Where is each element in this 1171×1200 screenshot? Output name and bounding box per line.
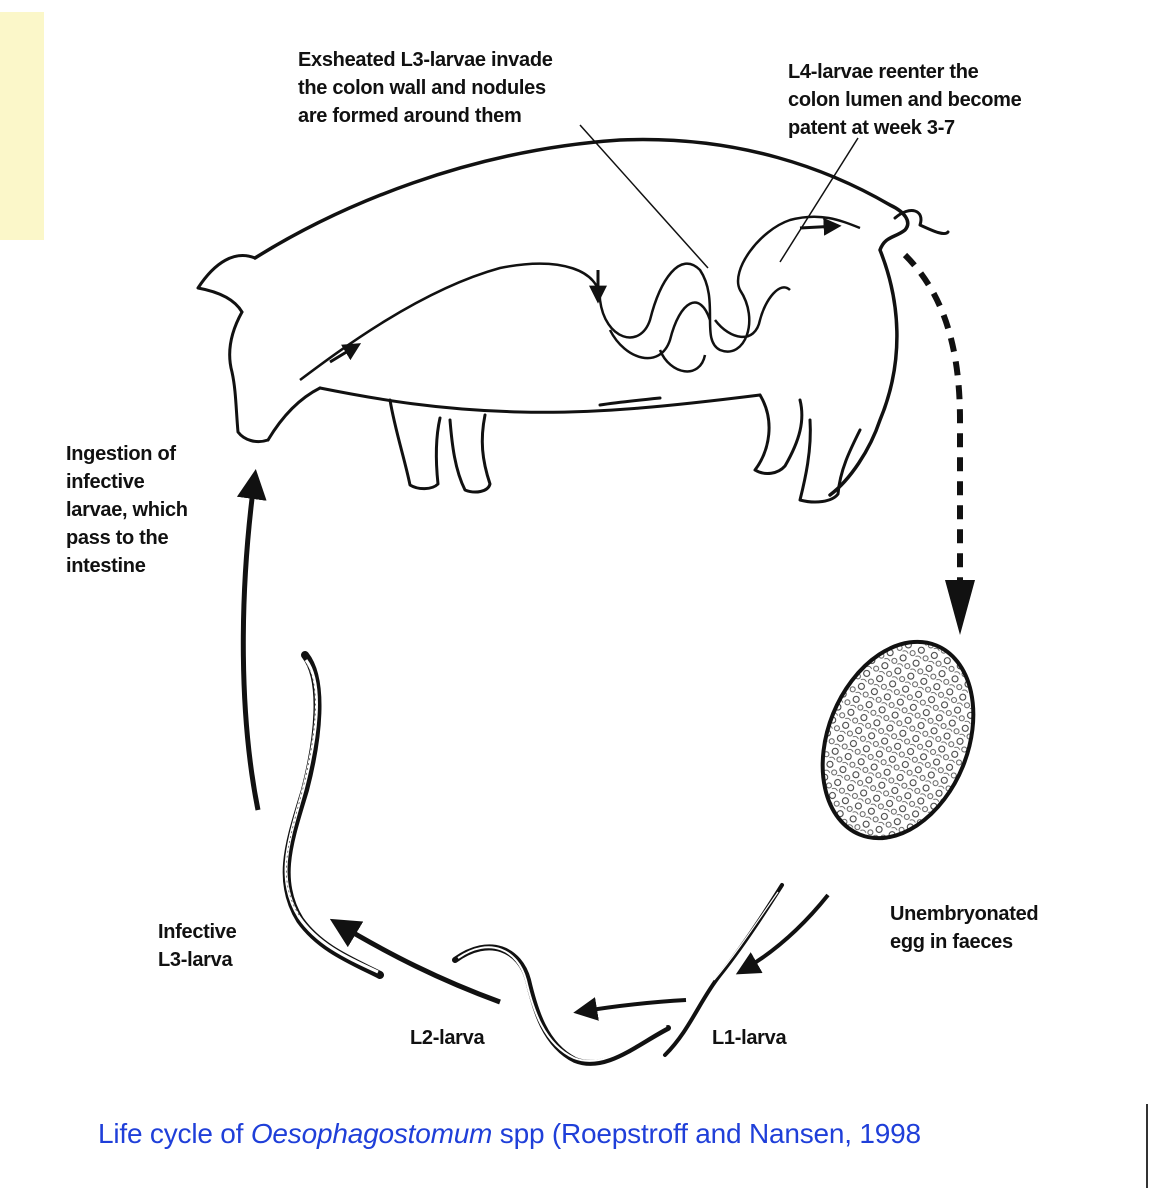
label-unembryonated-egg: Unembryonated egg in faeces xyxy=(890,903,1039,953)
arrow-l1-to-l2 xyxy=(573,997,687,1021)
figure-caption: Life cycle of Oesophagostomum spp (Roeps… xyxy=(98,1118,921,1150)
arrow-l2-to-l3 xyxy=(329,918,501,1005)
pig-drawing xyxy=(196,137,950,504)
arrow-ingestion xyxy=(236,469,267,811)
caption-suffix: spp (Roepstroff and Nansen, 1998 xyxy=(492,1118,921,1149)
dashed-arrow-to-egg xyxy=(902,252,963,600)
pointer-lines xyxy=(579,124,859,269)
l3-larva-drawing xyxy=(282,651,384,979)
intestine-drawing xyxy=(299,215,861,382)
label-ingestion: Ingestion of infective larvae, which pas… xyxy=(66,443,188,577)
label-l1-larva: L1-larva xyxy=(712,1027,787,1049)
label-l2-larva: L2-larva xyxy=(410,1027,485,1049)
arrow-egg-to-l1 xyxy=(735,893,830,975)
vertical-rule xyxy=(1146,1104,1148,1188)
yellow-highlight-strip xyxy=(0,12,44,240)
label-exsheated-l3: Exsheated L3-larvae invade the colon wal… xyxy=(298,49,553,127)
caption-genus: Oesophagostomum xyxy=(250,1118,493,1149)
caption-prefix: Life cycle of xyxy=(98,1118,251,1149)
label-infective-l3-larva: Infective L3-larva xyxy=(158,921,237,971)
pig-internal-arrows xyxy=(329,217,842,364)
egg-drawing xyxy=(820,639,976,841)
dashed-arrow-head xyxy=(945,580,975,635)
label-l4-reenter: L4-larvae reenter the colon lumen and be… xyxy=(788,61,1022,139)
